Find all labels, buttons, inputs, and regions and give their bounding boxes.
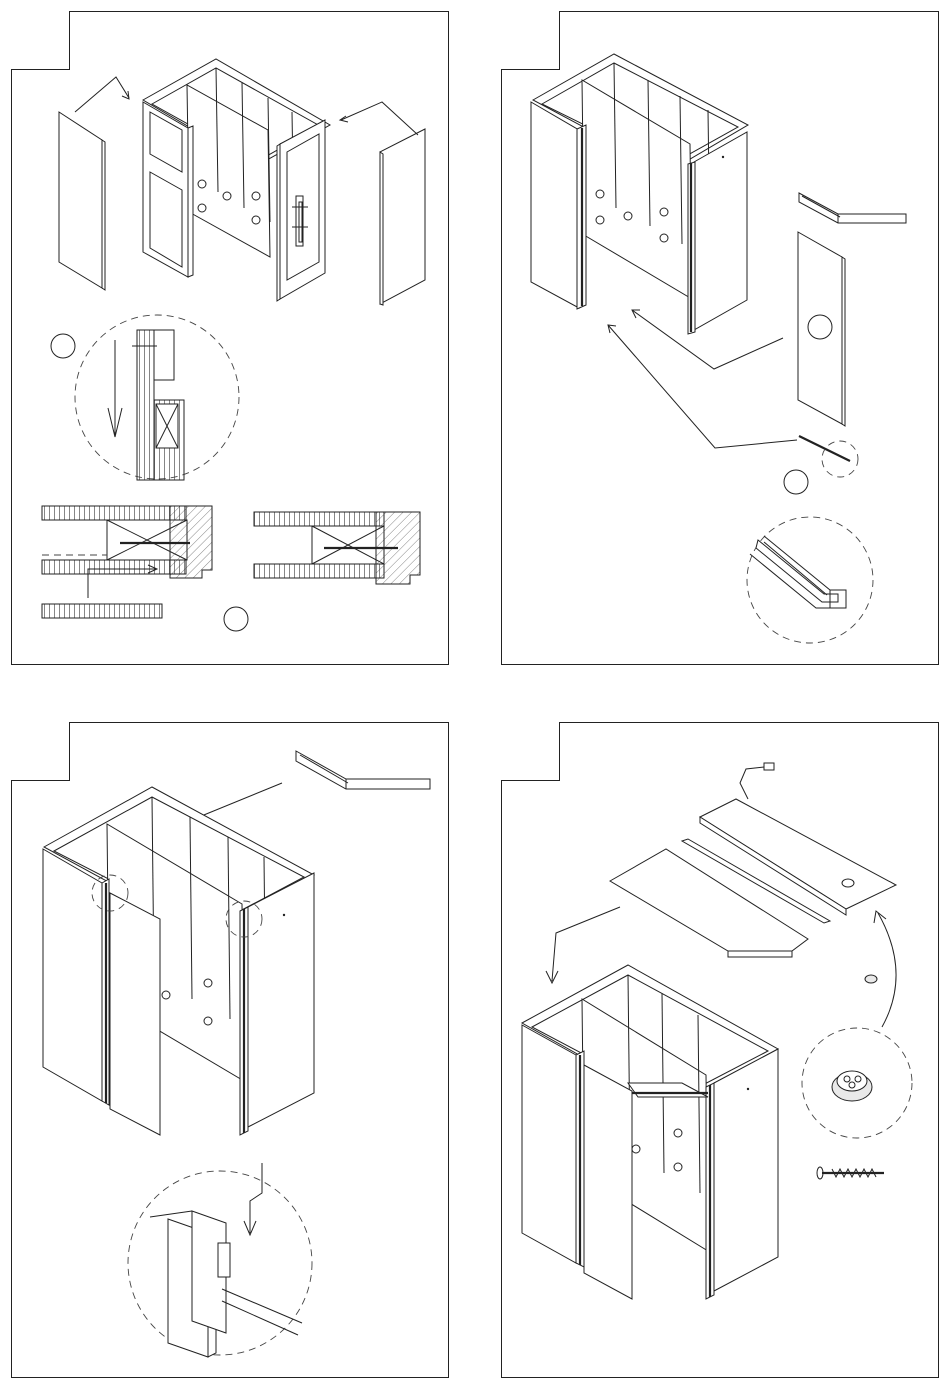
- detail-view-1: [75, 315, 239, 480]
- step-4-illustration: [502, 723, 940, 1379]
- right-side-panel: [380, 129, 425, 305]
- left-side-panel: [59, 112, 105, 290]
- cabinet-carcass: [143, 59, 330, 301]
- cabinet-with-door: [43, 787, 314, 1135]
- step-1-panel: [11, 11, 449, 665]
- detail-marker-a: [51, 334, 75, 358]
- section-detail-left: [42, 506, 248, 631]
- section-detail-right: [254, 512, 420, 584]
- screw: [817, 1167, 884, 1179]
- detail-marker-d: [784, 470, 808, 494]
- step-3-panel: [11, 722, 449, 1378]
- top-rail: [296, 751, 430, 789]
- detail-marker-c: [808, 315, 832, 339]
- step-1-illustration: [12, 12, 450, 666]
- detail-view-2: [747, 517, 873, 643]
- back-panel: [798, 232, 845, 426]
- detail-view-4: [802, 1028, 912, 1138]
- detail-view-3: [128, 1163, 312, 1357]
- cabinet-with-sides: [531, 54, 748, 334]
- step-2-illustration: [502, 12, 940, 666]
- top-rail: [799, 193, 906, 223]
- cabinet-assembled: [522, 965, 778, 1299]
- detail-marker-b: [224, 607, 248, 631]
- step-4-panel: [501, 722, 939, 1378]
- step-3-illustration: [12, 723, 450, 1379]
- step-2-panel: [501, 11, 939, 665]
